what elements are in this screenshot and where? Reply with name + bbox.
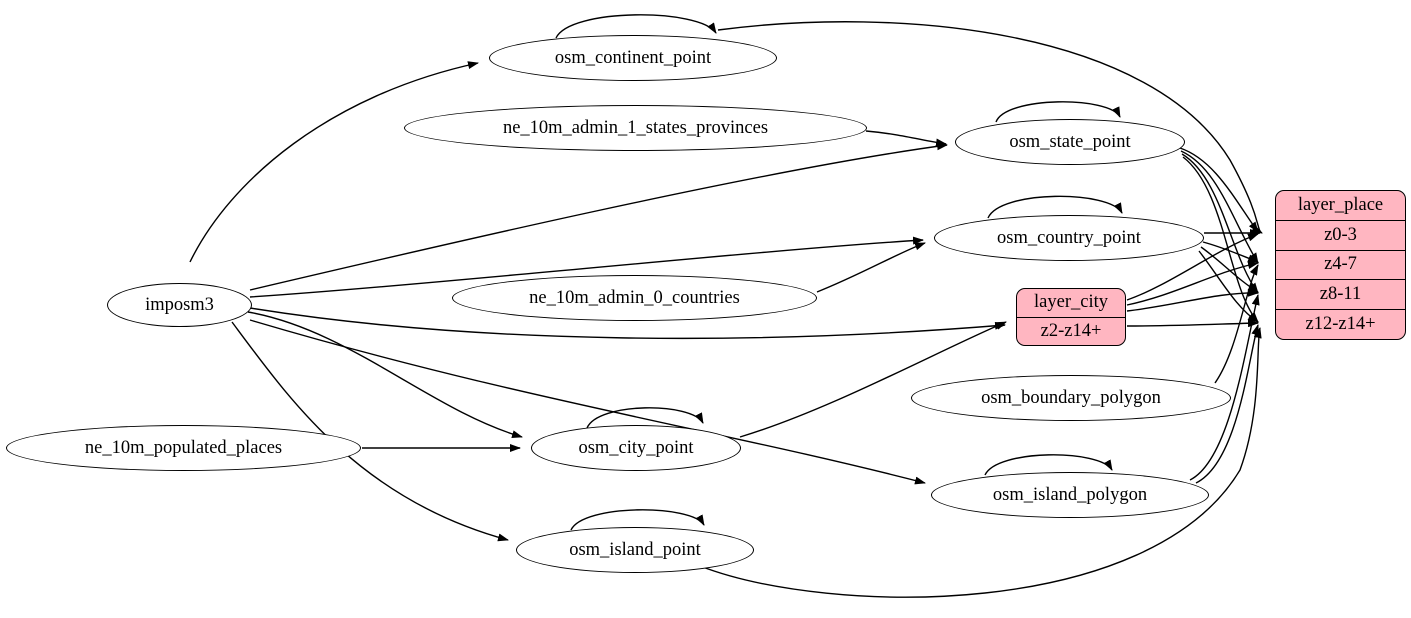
- edge-osm-city-point-layer-city-z2-z14: [739, 321, 1007, 438]
- edge-imposm3-osm-city-point: [247, 311, 523, 439]
- node-osm-boundary-polygon[interactable]: osm_boundary_polygon: [911, 375, 1231, 421]
- edge-osm-country-point-layer-place-z12-14: [1198, 250, 1259, 323]
- edge-ne-admin1-osm-state-point: [865, 130, 947, 147]
- layer-city-title: layer_city: [1017, 289, 1125, 318]
- edge-osm-state-point-layer-place-z12-14b: [1182, 156, 1259, 323]
- edge-layer-city-layer-place-z8-11: [1126, 288, 1259, 312]
- node-label: osm_boundary_polygon: [981, 387, 1161, 408]
- edge-imposm3-osm-state-point: [249, 142, 948, 291]
- node-osm-country-point[interactable]: osm_country_point: [934, 215, 1204, 261]
- node-label: imposm3: [145, 294, 214, 315]
- layer-place-title: layer_place: [1276, 191, 1405, 221]
- edge-self-osm-island-polygon: [984, 454, 1113, 476]
- node-label: ne_10m_admin_1_states_provinces: [502, 117, 769, 138]
- node-label: osm_city_point: [578, 437, 694, 458]
- edge-imposm3-osm-continent-point: [189, 61, 479, 263]
- layer-place-row-z12-z14[interactable]: z12-z14+: [1305, 314, 1376, 335]
- edge-self-osm-state-point: [995, 101, 1121, 123]
- edge-osm-state-point-layer-place-z12-14: [1181, 153, 1259, 294]
- edge-self-osm-city-point: [586, 407, 704, 429]
- node-layer-place[interactable]: layer_place z0-3 z4-7 z8-11 z12-z14+: [1275, 190, 1406, 340]
- node-label: ne_10m_populated_places: [84, 437, 283, 458]
- node-label: osm_continent_point: [554, 47, 712, 68]
- edge-imposm3-osm-country-point: [249, 236, 924, 298]
- node-label: osm_island_point: [569, 539, 701, 560]
- node-label: osm_island_polygon: [992, 484, 1148, 505]
- edge-layer-city-layer-place-z0-3: [1126, 233, 1259, 301]
- edge-osm-state-point-layer-place-z4-7: [1179, 147, 1259, 233]
- node-osm-city-point[interactable]: osm_city_point: [531, 425, 741, 471]
- edge-osm-state-point-layer-place-z8-11: [1180, 150, 1259, 264]
- edge-self-osm-country-point: [987, 195, 1123, 219]
- edge-osm-continent-point-layer-place-z0-3: [717, 21, 1263, 234]
- node-label: osm_country_point: [997, 227, 1141, 248]
- edge-osm-boundary-polygon-layer-place-z4-7: [1214, 264, 1259, 384]
- edge-layer-city-layer-place-z12-14: [1126, 319, 1259, 328]
- node-ne-10m-admin-0-countries[interactable]: ne_10m_admin_0_countries: [452, 275, 817, 321]
- node-osm-island-point[interactable]: osm_island_point: [516, 527, 754, 573]
- node-label: ne_10m_admin_0_countries: [529, 287, 740, 308]
- node-osm-island-polygon[interactable]: osm_island_polygon: [931, 472, 1209, 518]
- layer-place-row-z0-3[interactable]: z0-3: [1276, 221, 1405, 251]
- node-imposm3[interactable]: imposm3: [107, 283, 252, 327]
- edge-self-osm-island-point: [570, 509, 705, 531]
- node-osm-state-point[interactable]: osm_state_point: [955, 119, 1185, 165]
- edge-self-osm-continent-point: [555, 14, 717, 39]
- node-ne-10m-populated-places[interactable]: ne_10m_populated_places: [6, 425, 361, 471]
- layer-city-row-z2-z14[interactable]: z2-z14+: [1040, 320, 1102, 341]
- edge-layer-city-layer-place-z4-7: [1126, 261, 1259, 306]
- edge-osm-island-polygon-layer-place-z8-11: [1189, 294, 1260, 481]
- node-layer-city[interactable]: layer_city z2-z14+: [1016, 288, 1126, 346]
- edge-paths: [189, 14, 1263, 598]
- edge-osm-island-polygon-layer-place-z12-14: [1195, 324, 1260, 484]
- node-ne-10m-admin-1-states-provinces[interactable]: ne_10m_admin_1_states_provinces: [404, 105, 867, 151]
- layer-place-row-z8-11[interactable]: z8-11: [1276, 280, 1405, 311]
- edge-osm-island-point-layer-place-z12-14: [699, 327, 1262, 598]
- edge-osm-country-point-layer-place-z4-7: [1202, 241, 1259, 263]
- edge-imposm3-osm-boundary-polygon: [249, 307, 1006, 340]
- node-osm-continent-point[interactable]: osm_continent_point: [489, 35, 777, 81]
- node-label: osm_state_point: [1009, 131, 1131, 152]
- edge-ne-admin0-osm-country-point: [816, 242, 926, 293]
- layer-place-row-z4-7[interactable]: z4-7: [1276, 251, 1405, 281]
